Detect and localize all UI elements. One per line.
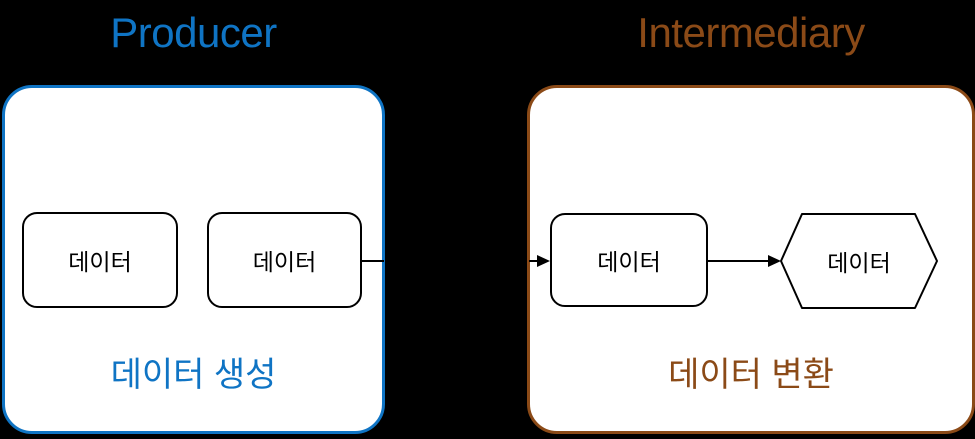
intermediary-caption: 데이터 변환	[668, 355, 834, 394]
producer-caption: 데이터 생성	[110, 355, 277, 394]
intermediary-group-title: Intermediary	[637, 9, 865, 56]
intermediary-hexagon-node-label: 데이터	[827, 250, 891, 276]
producer-data-node-2: 데이터	[207, 212, 362, 308]
producer-data-node-1-label: 데이터	[68, 249, 132, 275]
producer-group-title: Producer	[110, 9, 277, 56]
intermediary-data-node-label: 데이터	[597, 249, 661, 275]
producer-data-node-1: 데이터	[22, 212, 178, 308]
intermediary-data-node: 데이터	[550, 213, 708, 307]
producer-data-node-2-label: 데이터	[252, 249, 317, 275]
intermediary-hexagon-node: 데이터	[781, 214, 937, 308]
